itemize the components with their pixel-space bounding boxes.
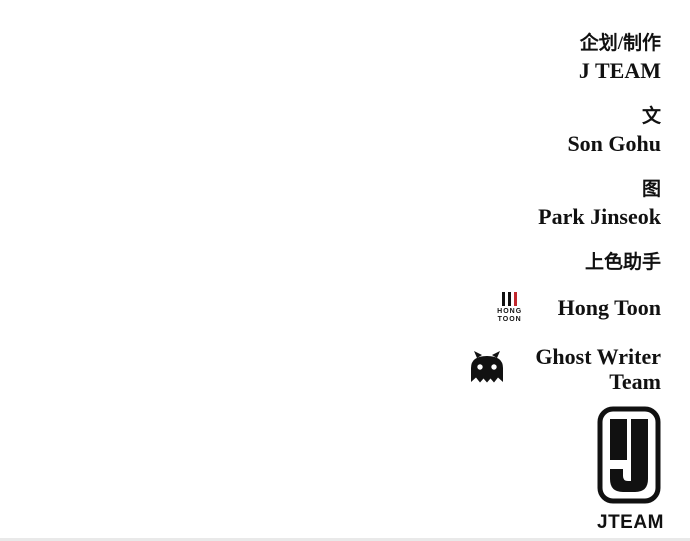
credit-planning: 企划/制作 J TEAM [579,31,661,85]
colorist-ghost-writer-name: Ghost Writer Team [535,344,661,394]
coloring-role-label: 上色助手 [584,252,661,273]
ghost-writer-name-line-1: Ghost Writer [535,344,661,369]
credit-art: 图 Park Jinseok [538,177,661,231]
art-role-label: 图 [641,179,661,200]
jteam-logo-icon [597,406,661,509]
colorist-hong-toon-name: Hong Toon [557,294,661,320]
hong-toon-bar-black-1 [502,292,506,306]
credit-writing: 文 Son Gohu [567,104,661,158]
colorist-ghost-writer: Ghost Writer Team [467,344,661,394]
jteam-logo-caption: JTEAM [597,512,664,533]
art-name: Park Jinseok [538,204,661,229]
writing-role-label: 文 [641,106,661,127]
writing-name: Son Gohu [567,131,661,156]
jteam-logo-block: JTEAM [597,406,664,534]
hong-toon-logo-text-1: HONG [497,308,523,315]
planning-role-label: 企划/制作 [579,33,661,54]
ghost-icon [467,351,507,387]
hong-toon-logo-bars [502,291,518,306]
credit-coloring: 上色助手 [585,250,661,276]
hong-toon-logo-icon: HONG TOON [490,291,530,324]
hong-toon-bar-black-2 [508,292,512,306]
page-bottom-edge [0,538,690,541]
hong-toon-logo-text-2: TOON [497,316,522,323]
colorist-hong-toon: HONG TOON Hong Toon [490,291,661,324]
ghost-writer-name-line-2: Team [609,369,661,394]
hong-toon-bar-red [514,292,518,306]
planning-name: J TEAM [578,58,661,83]
